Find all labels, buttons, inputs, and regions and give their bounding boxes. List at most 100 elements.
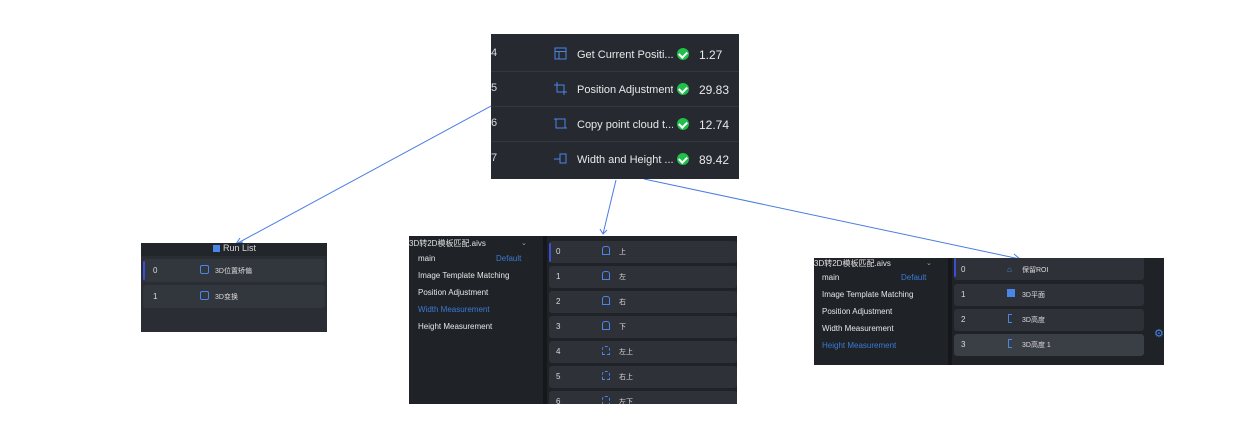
step-name: Get Current Positi... <box>577 49 673 61</box>
list-item[interactable]: 0 ⌂ 保留ROI <box>954 258 1144 280</box>
list-item[interactable]: 2 右 <box>549 291 737 313</box>
step-row[interactable]: 7 Width and Height ... 89.42 <box>491 141 739 176</box>
item-index: 3 <box>961 340 966 349</box>
step-time: 89.42 <box>699 153 730 167</box>
measure-icon <box>554 153 567 164</box>
item-index: 0 <box>556 247 561 256</box>
nav-item-main[interactable]: main <box>418 254 436 263</box>
execution-step-list: 4 Get Current Positi... 1.27 5 Position … <box>491 34 739 179</box>
step-time: 29.83 <box>699 83 730 97</box>
nav-item-active[interactable]: Width Measurement <box>418 305 490 314</box>
region-icon <box>602 371 610 380</box>
keep-roi-icon: ⌂ <box>1007 265 1012 274</box>
step-index: 6 <box>491 117 498 129</box>
item-index: 4 <box>556 347 561 356</box>
selection-indicator <box>143 261 145 280</box>
default-badge: Default <box>901 273 927 282</box>
item-label: 3D高度 <box>1022 317 1045 324</box>
run-item-index: 0 <box>153 266 158 275</box>
run-list-header: Run List <box>141 243 327 256</box>
step-row[interactable]: 5 Position Adjustment 29.83 <box>491 71 739 107</box>
item-index: 6 <box>556 397 561 404</box>
crop-square-icon <box>554 118 567 129</box>
step-name: Copy point cloud t... <box>577 119 673 131</box>
panel-divider <box>543 236 547 404</box>
list-item[interactable]: 1 左 <box>549 266 737 288</box>
plane-icon <box>1007 289 1015 297</box>
step-time: 12.74 <box>699 118 730 132</box>
list-item[interactable]: 3 下 <box>549 316 737 338</box>
project-panel-right: 3D转2D模板匹配.aivs ⌄ main Default Image Temp… <box>814 258 1164 365</box>
nav-item[interactable]: Width Measurement <box>822 324 894 333</box>
item-index: 1 <box>556 272 561 281</box>
list-item[interactable]: 0 上 <box>549 241 737 263</box>
list-item[interactable]: 2 3D高度 <box>954 309 1144 331</box>
gear-icon[interactable]: ⚙ <box>1154 328 1164 340</box>
region-icon <box>602 396 610 404</box>
project-file-name[interactable]: 3D转2D模板匹配.aivs <box>814 259 891 268</box>
list-item[interactable]: 4 左上 <box>549 341 737 363</box>
item-label: 3D高度 1 <box>1022 342 1051 349</box>
height-icon <box>1008 339 1012 348</box>
selection-indicator <box>954 258 956 277</box>
item-label: 左 <box>619 274 626 281</box>
project-panel: 3D转2D模板匹配.aivs ⌄ main Default Image Temp… <box>409 236 737 404</box>
list-item[interactable]: 1 3D平面 <box>954 284 1144 306</box>
run-list-item[interactable]: 0 3D位置矫偏 <box>143 259 325 282</box>
item-label: 上 <box>619 249 626 256</box>
list-icon <box>213 245 220 252</box>
item-index: 1 <box>961 290 966 299</box>
run-item-label: 3D位置矫偏 <box>215 268 252 275</box>
nav-item[interactable]: Height Measurement <box>418 322 493 331</box>
item-label: 下 <box>619 324 626 331</box>
step-name: Width and Height ... <box>577 154 673 166</box>
step-index: 7 <box>491 152 498 164</box>
nav-item[interactable]: Position Adjustment <box>418 288 489 297</box>
crop-icon <box>554 82 567 95</box>
step-row[interactable]: 6 Copy point cloud t... 12.74 <box>491 106 739 142</box>
nav-item[interactable]: Image Template Matching <box>822 290 914 299</box>
success-check-icon <box>677 83 689 95</box>
transform-icon <box>200 265 209 274</box>
region-icon <box>602 246 610 255</box>
item-label: 3D平面 <box>1022 292 1045 299</box>
nav-item[interactable]: Position Adjustment <box>822 307 893 316</box>
run-list-item[interactable]: 1 3D变换 <box>143 285 325 308</box>
step-time: 1.27 <box>699 48 723 62</box>
item-index: 2 <box>961 315 966 324</box>
height-icon <box>1008 314 1012 323</box>
success-check-icon <box>677 118 689 130</box>
project-file-name[interactable]: 3D转2D模板匹配.aivs <box>409 239 486 248</box>
run-item-label: 3D变换 <box>215 294 238 301</box>
step-name: Position Adjustment <box>577 84 673 96</box>
item-label: 右上 <box>619 374 633 381</box>
run-list-title: Run List <box>223 243 257 253</box>
list-item[interactable]: 6 左下 <box>549 391 737 404</box>
panel-divider <box>948 258 952 365</box>
item-label: 左下 <box>619 399 633 404</box>
list-item[interactable]: 5 右上 <box>549 366 737 388</box>
default-badge: Default <box>496 254 522 263</box>
transform-icon <box>200 291 209 300</box>
run-list-panel: Run List 0 3D位置矫偏 1 3D变换 <box>141 243 327 332</box>
nav-item[interactable]: Image Template Matching <box>418 271 510 280</box>
item-index: 3 <box>556 322 561 331</box>
step-index: 5 <box>491 82 498 94</box>
region-icon <box>602 296 610 305</box>
region-icon <box>602 346 610 355</box>
nav-item-active[interactable]: Height Measurement <box>822 341 897 350</box>
chevron-down-icon[interactable]: ⌄ <box>926 260 932 267</box>
success-check-icon <box>677 153 689 165</box>
item-index: 0 <box>961 265 966 274</box>
item-index: 2 <box>556 297 561 306</box>
step-row[interactable]: 4 Get Current Positi... 1.27 <box>491 36 739 72</box>
item-index: 5 <box>556 372 561 381</box>
list-item-selected[interactable]: 3 3D高度 1 <box>954 334 1144 356</box>
nav-item-main[interactable]: main <box>822 273 840 282</box>
selection-indicator <box>549 243 551 262</box>
table-icon <box>554 47 567 60</box>
step-index: 4 <box>491 47 498 59</box>
chevron-down-icon[interactable]: ⌄ <box>521 240 527 247</box>
item-label: 左上 <box>619 349 633 356</box>
